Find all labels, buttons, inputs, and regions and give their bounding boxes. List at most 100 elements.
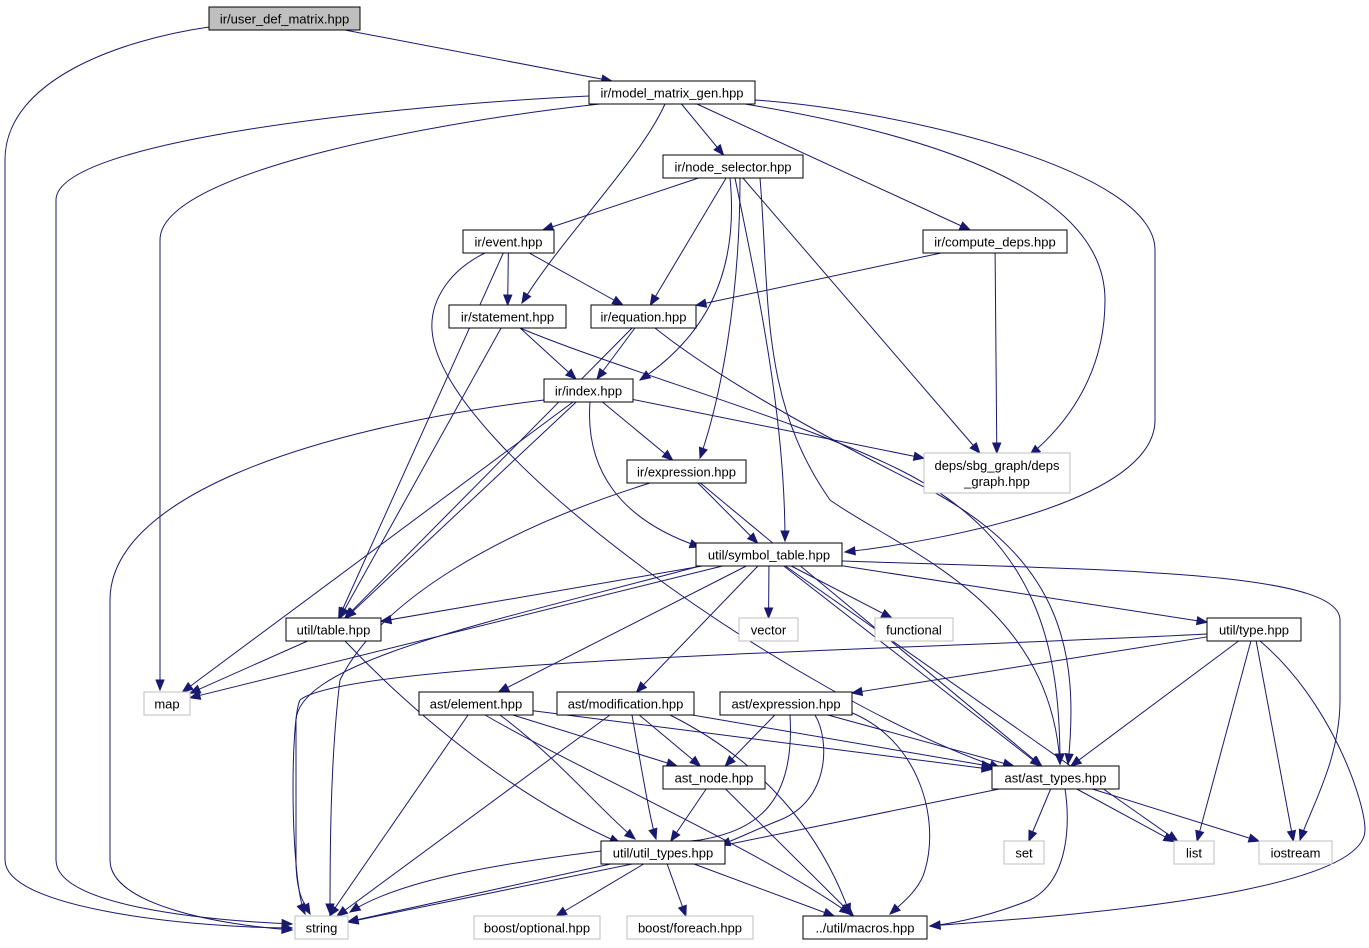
arrowhead-ast_types-to-list: [1162, 832, 1176, 843]
arrowhead-type-to-iostream: [1286, 829, 1297, 843]
edge-ast_types-to-macros: [929, 788, 1068, 927]
edge-node_selector-to-equation: [649, 177, 727, 306]
edge-symbol_table-to-map: [189, 565, 723, 699]
edge-index-to-string: [109, 399, 545, 931]
node-user-def-matrix[interactable]: ir/user_def_matrix.hpp: [208, 6, 361, 31]
node-model-matrix-gen[interactable]: ir/model_matrix_gen.hpp: [588, 80, 756, 105]
node-util-types[interactable]: util/util_types.hpp: [600, 840, 726, 865]
node-label: list: [1186, 846, 1202, 861]
edge-type-to-iostream: [1255, 640, 1294, 842]
arrowhead-ast_element-to-string: [328, 904, 340, 918]
node-box: [590, 304, 697, 329]
node-node-selector[interactable]: ir/node_selector.hpp: [662, 154, 804, 179]
node-index[interactable]: ir/index.hpp: [543, 378, 634, 403]
node-event[interactable]: ir/event.hpp: [462, 229, 555, 254]
node-box: [922, 229, 1068, 254]
node-ast-element[interactable]: ast/element.hpp: [418, 691, 534, 716]
arrowhead-event-to-statement: [503, 294, 513, 307]
arrowhead-node_selector-to-deps_graph: [969, 441, 981, 455]
arrowhead-ast_modification-to-ast_node: [689, 755, 702, 767]
arrowhead-util_types-to-boost_foreach: [677, 904, 687, 918]
arrowhead-model_matrix_gen-to-statement: [521, 291, 532, 305]
node-functional: functional: [874, 617, 954, 642]
node-compute-deps[interactable]: ir/compute_deps.hpp: [922, 229, 1068, 254]
arrowhead-ast_types-to-macros: [928, 920, 941, 930]
node-ast-modification[interactable]: ast/modification.hpp: [556, 691, 695, 716]
edge-event-to-ast_types: [431, 252, 1001, 769]
node-string: string: [294, 915, 349, 940]
node-macros[interactable]: ../util/macros.hpp: [802, 915, 928, 940]
edge-statement-to-index: [519, 327, 577, 380]
arrowhead-ast_types-to-set: [1028, 829, 1038, 843]
node-statement[interactable]: ir/statement.hpp: [448, 304, 567, 329]
node-box: [991, 765, 1120, 790]
node-box: [143, 691, 191, 716]
node-equation[interactable]: ir/equation.hpp: [590, 304, 697, 329]
edge-expression-to-ast_types: [700, 482, 1042, 767]
node-box: [462, 229, 555, 254]
node-type[interactable]: util/type.hpp: [1206, 617, 1302, 642]
edge-symbol_table-to-table: [380, 565, 703, 622]
arrowhead-event-to-equation: [611, 295, 624, 306]
edge-ast_expression-to-macros: [849, 711, 931, 915]
edge-util_types-to-string: [347, 863, 611, 923]
edge-model_matrix_gen-to-node_selector: [681, 103, 724, 156]
edge-expression-to-symbol_table: [697, 482, 758, 544]
arrowhead-node_selector-to-equation: [649, 293, 660, 307]
edge-model_matrix_gen-to-string: [55, 95, 590, 925]
edge-index-to-map: [182, 401, 574, 693]
node-expression[interactable]: ir/expression.hpp: [626, 459, 747, 484]
edge-ast_element-to-string: [329, 714, 469, 917]
arrowhead-symbol_table-to-table: [379, 614, 393, 625]
edge-user_def_matrix-to-string: [4, 26, 293, 929]
node-label: ast_node.hpp: [675, 771, 754, 786]
edge-table-to-map: [189, 640, 308, 694]
node-label: ir/model_matrix_gen.hpp: [600, 86, 743, 101]
edge-type-to-macros: [929, 640, 1366, 927]
edge-user_def_matrix-to-model_matrix_gen: [344, 29, 612, 82]
edge-compute_deps-to-equation: [695, 252, 942, 306]
edge-util_types-to-macros: [693, 863, 835, 917]
node-box: [1173, 840, 1215, 865]
arrowhead-model_matrix_gen-to-map: [155, 679, 165, 692]
node-box: [1003, 840, 1045, 865]
node-box: [208, 6, 361, 31]
node-ast-node[interactable]: ast_node.hpp: [662, 765, 766, 790]
node-ast-types[interactable]: ast/ast_types.hpp: [991, 765, 1120, 790]
arrowhead-util_types-to-boost_optional: [555, 906, 568, 917]
node-box: [923, 452, 1071, 494]
edge-ast_node-to-macros: [725, 788, 854, 917]
node-label: ir/compute_deps.hpp: [934, 235, 1055, 250]
node-label: ast/ast_types.hpp: [1005, 771, 1107, 786]
node-label: util/symbol_table.hpp: [708, 548, 830, 563]
node-box: [285, 617, 382, 642]
edge-index-to-table: [345, 401, 577, 619]
node-boost-foreach: boost/foreach.hpp: [626, 915, 754, 940]
node-label: string: [306, 921, 338, 936]
edge-ast_expression-to-ast_node: [724, 714, 776, 767]
edge-index-to-symbol_table: [589, 401, 701, 548]
arrowhead-model_matrix_gen-to-compute_deps: [958, 221, 972, 231]
edge-ast_element-to-ast_types: [532, 710, 993, 770]
arrowhead-ast_modification-to-util_types: [648, 827, 658, 841]
node-label: ast/element.hpp: [430, 697, 523, 712]
node-label: util/util_types.hpp: [613, 846, 713, 861]
arrowhead-ast_expression-to-ast_node: [724, 755, 736, 767]
arrowhead-symbol_table-to-iostream: [1298, 828, 1308, 842]
node-label: deps/sbg_graph/deps: [934, 458, 1060, 473]
node-table[interactable]: util/table.hpp: [285, 617, 382, 642]
node-ast-expression[interactable]: ast/expression.hpp: [719, 691, 853, 716]
edge-type-to-list: [1196, 640, 1252, 842]
arrowhead-model_matrix_gen-to-node_selector: [713, 143, 725, 157]
node-symbol-table[interactable]: util/symbol_table.hpp: [695, 542, 843, 567]
node-label: functional: [886, 623, 942, 638]
node-box: [874, 617, 954, 642]
arrowhead-ast_types-to-iostream: [1247, 833, 1261, 843]
node-iostream: iostream: [1258, 840, 1333, 865]
edge-util_types-to-boost_optional: [556, 863, 644, 917]
arrowhead-ast_modification-to-string: [336, 905, 349, 917]
node-label: ../util/macros.hpp: [816, 921, 915, 936]
arrowhead-util_types-to-string: [346, 914, 360, 925]
arrowhead-model_matrix_gen-to-symbol_table: [843, 546, 856, 556]
